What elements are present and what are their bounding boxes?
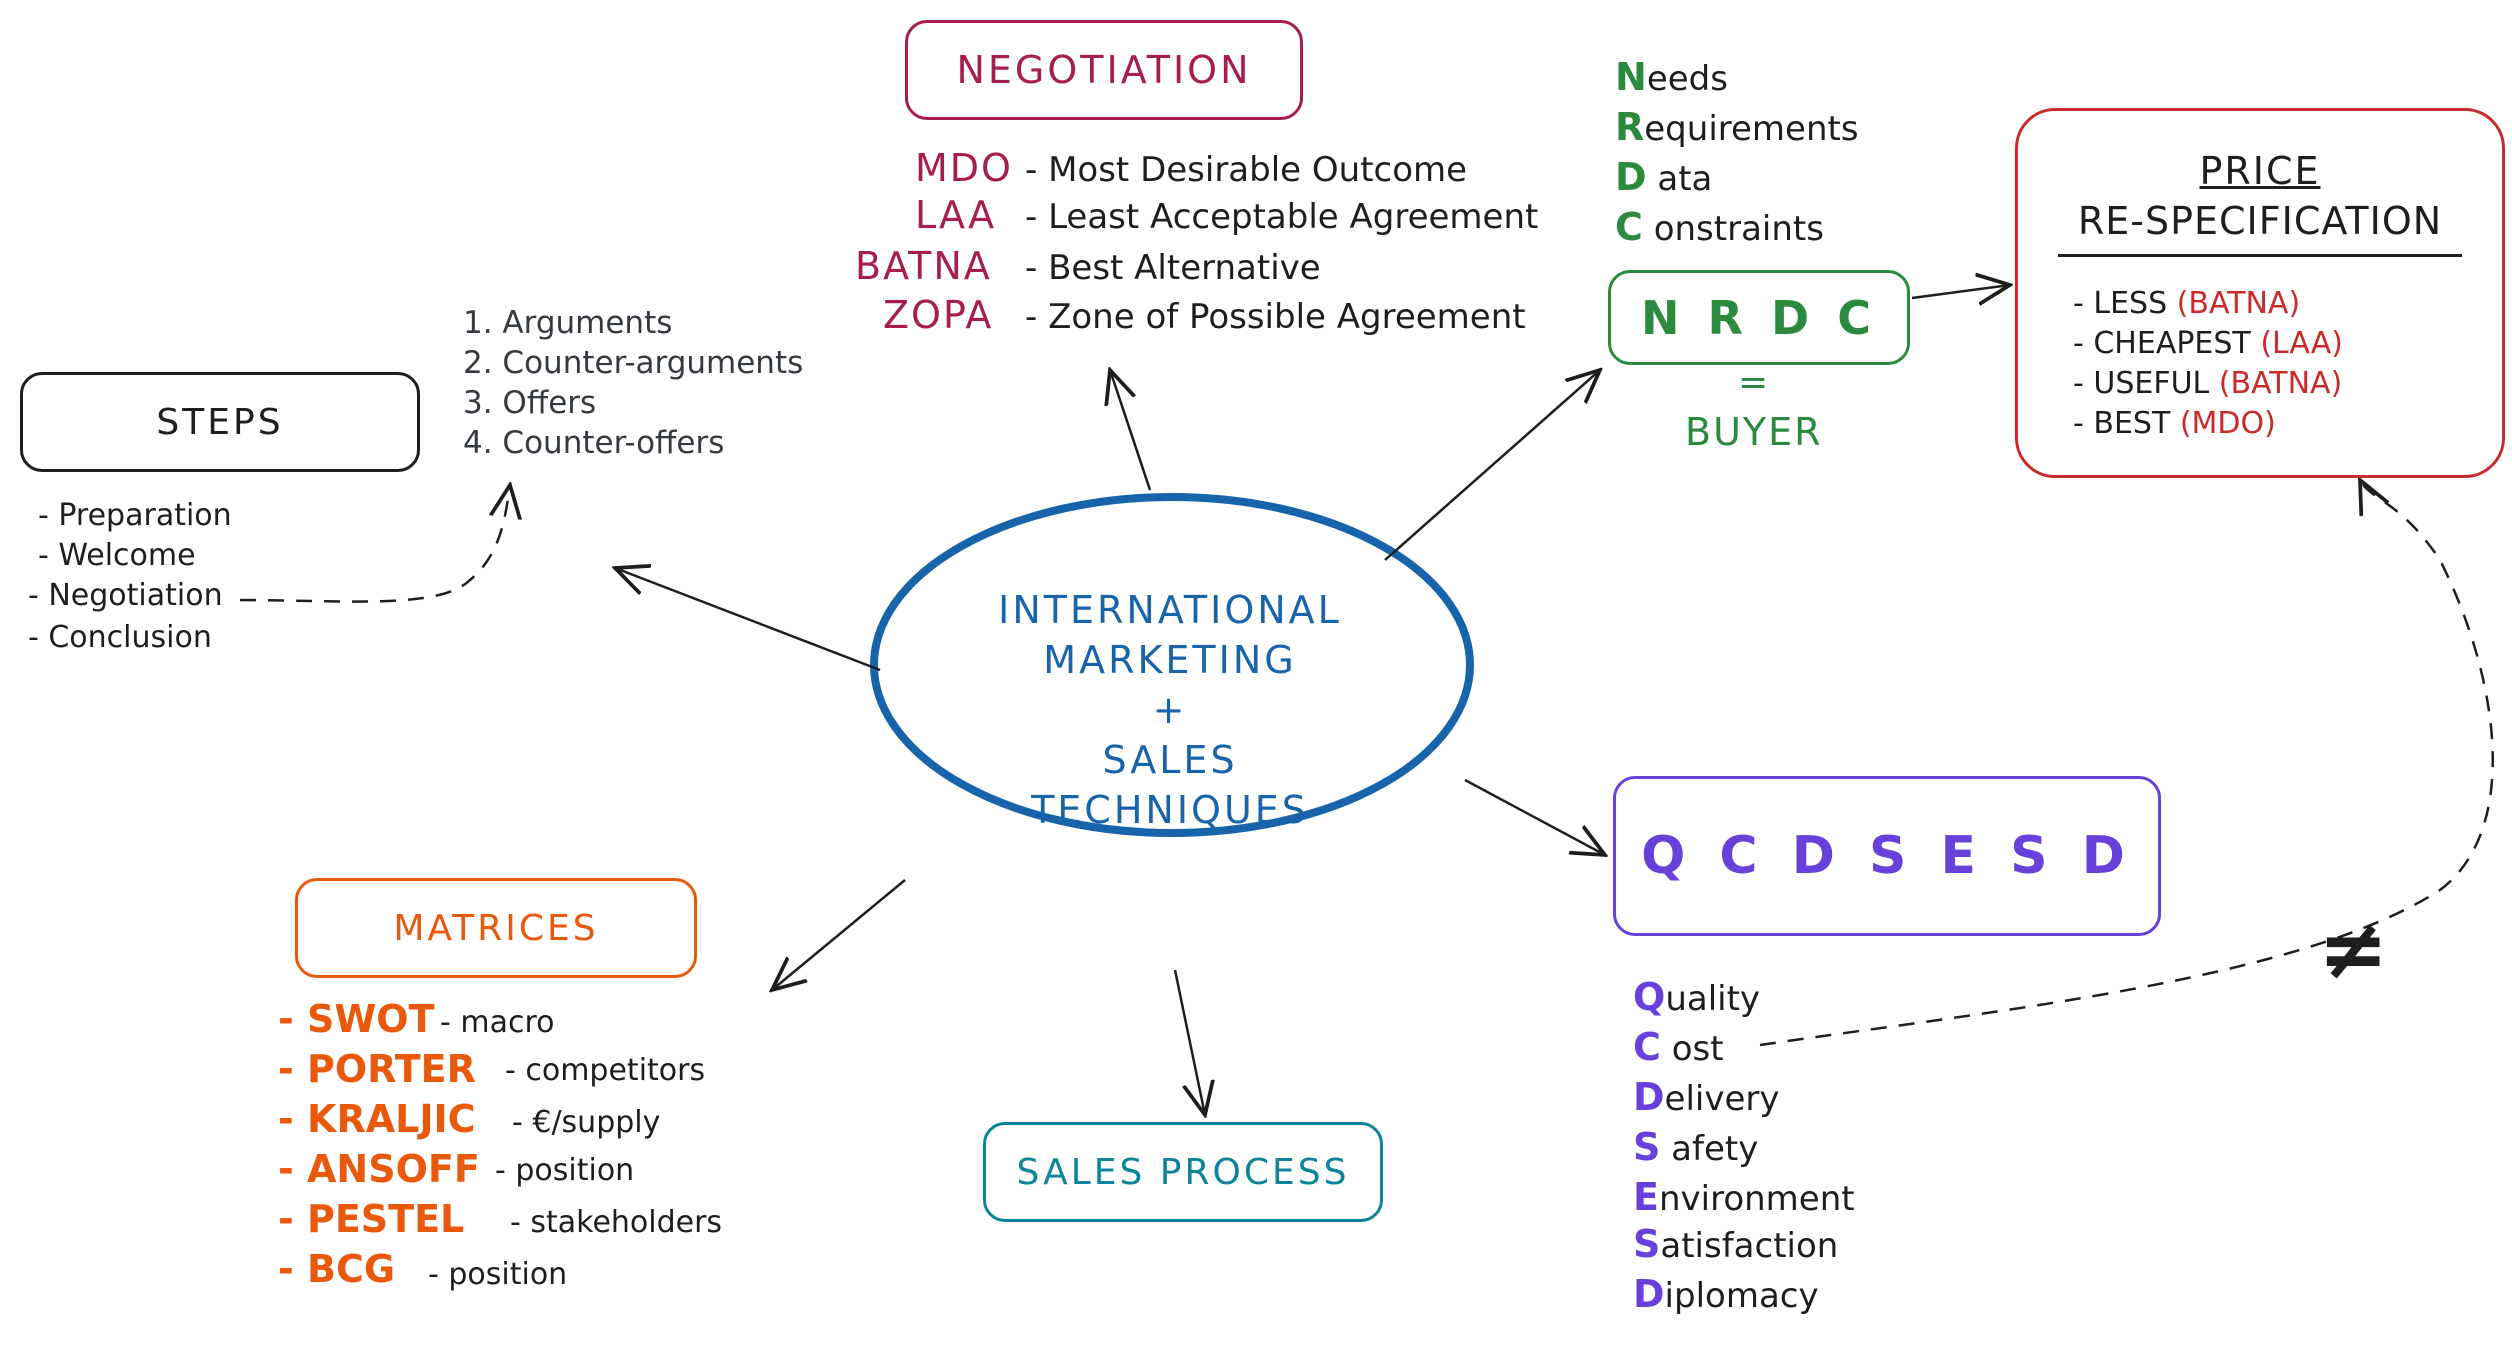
- dashed-arrow-cost-to-price: [1759, 480, 2494, 1047]
- not-equal-sign: ≠: [2318, 900, 2389, 998]
- nrdc-word: Needs: [1615, 55, 1728, 99]
- steps-numbered-item: 3. Offers: [463, 385, 597, 421]
- price-title-line1: PRICE: [2199, 149, 2321, 193]
- qcdsesd-word: S afety: [1633, 1125, 1759, 1169]
- arrow-to-qcdsesd: [1464, 778, 1605, 855]
- matrix-name: - PORTER: [278, 1047, 476, 1091]
- steps-bullet: - Preparation: [38, 498, 232, 533]
- center-line-4: SALES: [1102, 738, 1238, 782]
- center-title: INTERNATIONAL MARKETING + SALES TECHNIQU…: [880, 585, 1460, 835]
- matrix-name: - SWOT: [278, 997, 435, 1041]
- sales-process-title: SALES PROCESS: [1016, 1151, 1350, 1193]
- arrow-to-nrdc: [1384, 370, 1600, 561]
- arrow-to-matrices: [772, 879, 906, 990]
- qcdsesd-box-label: Q C D S E S D: [1641, 826, 2133, 886]
- nrdc-word: C onstraints: [1615, 205, 1824, 249]
- nrdc-word: Requirements: [1615, 105, 1859, 149]
- sales-process-box[interactable]: SALES PROCESS: [983, 1122, 1383, 1222]
- qcdsesd-word: Environment: [1633, 1175, 1855, 1219]
- negotiation-desc: - Best Alternative: [1025, 248, 1321, 288]
- center-ellipse: [870, 493, 1474, 837]
- nrdc-box[interactable]: N R D C: [1608, 270, 1910, 365]
- negotiation-abbr: ZOPA: [883, 293, 994, 337]
- qcdsesd-word: Satisfaction: [1633, 1222, 1839, 1266]
- steps-bullet: - Negotiation: [28, 578, 223, 613]
- matrix-name: - PESTEL: [278, 1197, 465, 1241]
- nrdc-equals: =: [1738, 362, 1769, 403]
- matrix-name: - BCG: [278, 1247, 396, 1291]
- price-box[interactable]: PRICE RE-SPECIFICATION - LESS (BATNA) - …: [2015, 108, 2505, 478]
- price-title-underline: [2058, 254, 2462, 257]
- matrix-desc: - €/supply: [512, 1105, 661, 1140]
- center-line-2: MARKETING: [1043, 638, 1297, 682]
- steps-bullet: - Welcome: [38, 538, 196, 573]
- matrix-name: - KRALJIC: [278, 1097, 476, 1141]
- matrices-title: MATRICES: [393, 907, 599, 949]
- nrdc-buyer: BUYER: [1685, 410, 1823, 454]
- price-title-line2: RE-SPECIFICATION: [2077, 199, 2443, 243]
- arrow-to-negotiation: [1110, 370, 1152, 491]
- matrix-desc: - position: [428, 1257, 568, 1292]
- steps-bullet: - Conclusion: [28, 620, 212, 655]
- arrow-to-steps: [615, 568, 881, 672]
- negotiation-abbr: MDO: [915, 146, 1013, 190]
- price-item: - USEFUL (BATNA): [2073, 366, 2343, 401]
- center-line-1: INTERNATIONAL: [998, 588, 1342, 632]
- negotiation-desc: - Most Desirable Outcome: [1025, 150, 1468, 190]
- price-item: - BEST (MDO): [2073, 406, 2276, 441]
- negotiation-box[interactable]: NEGOTIATION: [905, 20, 1303, 120]
- nrdc-word: D ata: [1615, 155, 1713, 199]
- steps-box[interactable]: STEPS: [20, 372, 420, 472]
- negotiation-desc: - Least Acceptable Agreement: [1025, 197, 1539, 237]
- negotiation-abbr: BATNA: [855, 244, 992, 288]
- matrix-desc: - position: [495, 1153, 635, 1188]
- matrix-name: - ANSOFF: [278, 1147, 480, 1191]
- center-line-3: +: [1152, 688, 1188, 732]
- negotiation-title: NEGOTIATION: [956, 48, 1252, 92]
- qcdsesd-word: Delivery: [1633, 1075, 1780, 1119]
- qcdsesd-word: C ost: [1633, 1025, 1724, 1069]
- qcdsesd-box[interactable]: Q C D S E S D: [1613, 776, 2161, 936]
- matrix-desc: - macro: [440, 1005, 555, 1040]
- negotiation-desc: - Zone of Possible Agreement: [1025, 297, 1526, 337]
- qcdsesd-word: Quality: [1633, 975, 1761, 1019]
- price-item: - LESS (BATNA): [2073, 286, 2301, 321]
- matrices-box[interactable]: MATRICES: [295, 878, 697, 978]
- arrow-nrdc-to-price: [1911, 285, 2010, 298]
- matrix-desc: - stakeholders: [510, 1205, 723, 1240]
- nrdc-box-label: N R D C: [1641, 290, 1877, 345]
- arrow-to-sales-process: [1173, 969, 1205, 1115]
- steps-title: STEPS: [156, 401, 284, 443]
- price-item: - CHEAPEST (LAA): [2073, 326, 2344, 361]
- dashed-arrow-negotiation-to-arguments: [239, 485, 510, 603]
- qcdsesd-word: Diplomacy: [1633, 1272, 1819, 1316]
- matrix-desc: - competitors: [505, 1053, 706, 1088]
- steps-numbered-item: 2. Counter-arguments: [463, 345, 804, 381]
- steps-numbered-item: 1. Arguments: [463, 305, 673, 341]
- center-line-5: TECHNIQUES: [1031, 788, 1309, 832]
- negotiation-abbr: LAA: [915, 193, 997, 237]
- steps-numbered-item: 4. Counter-offers: [463, 425, 725, 461]
